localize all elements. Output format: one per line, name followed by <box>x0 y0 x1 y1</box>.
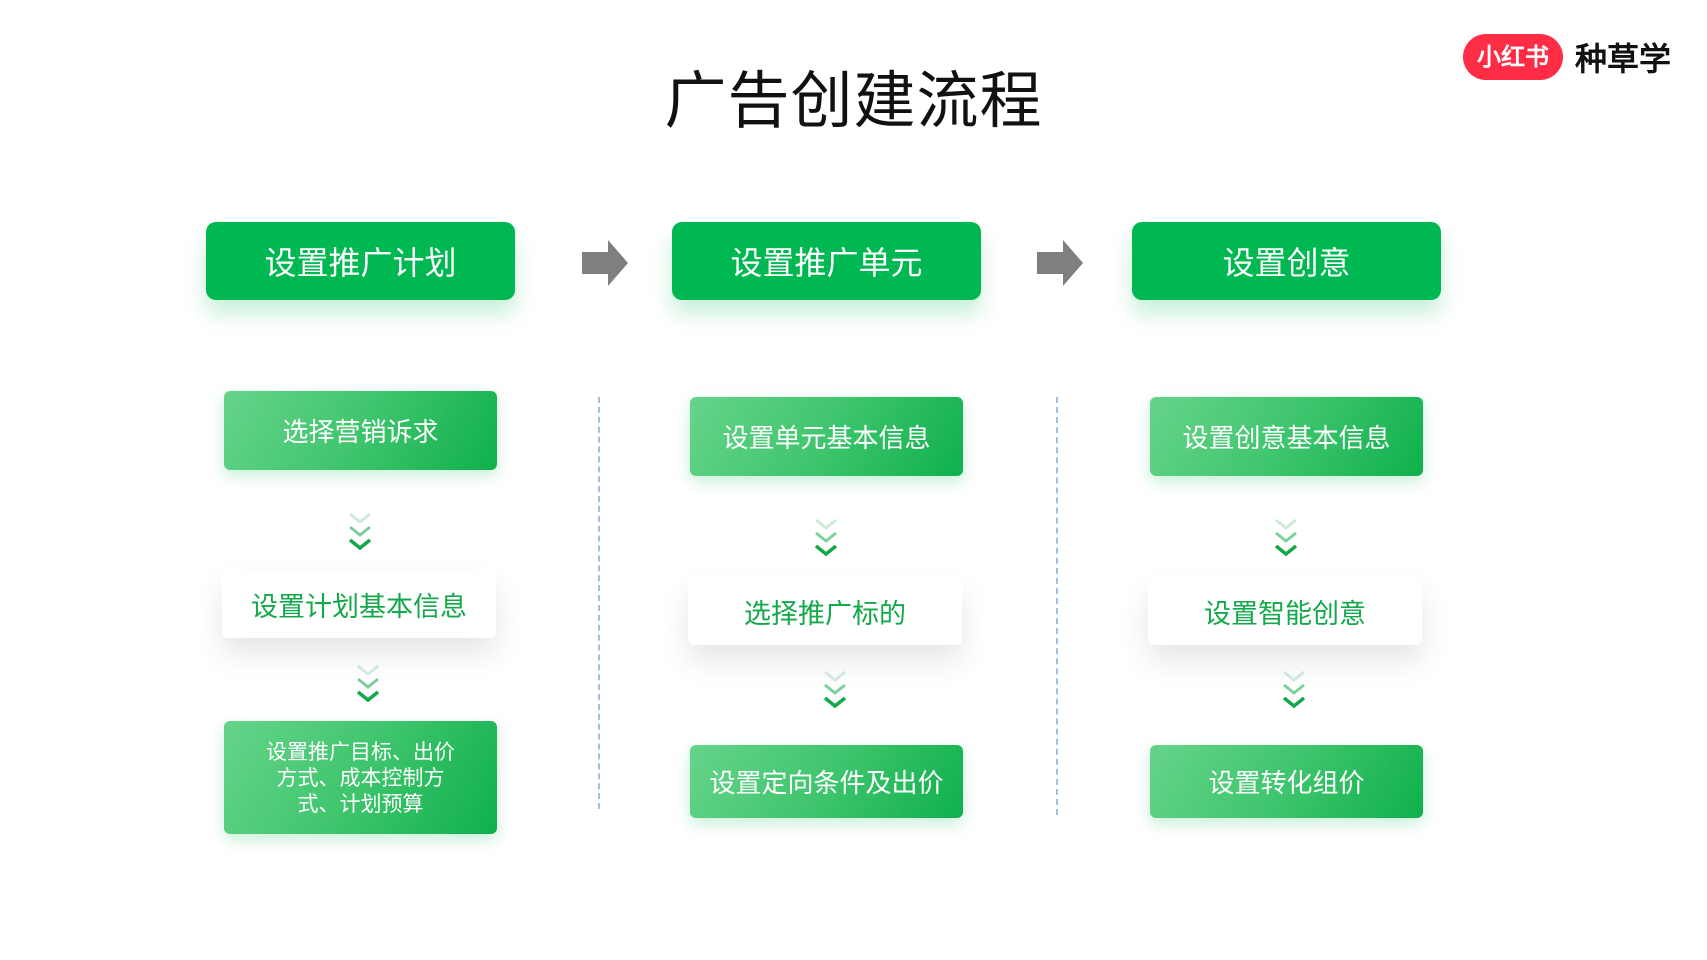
column-divider <box>598 397 600 809</box>
chevron-down-icon <box>1282 670 1306 709</box>
step-targeting-and-bid: 设置定向条件及出价 <box>690 745 963 818</box>
arrow-right-icon <box>582 240 628 286</box>
column-header-unit: 设置推广单元 <box>672 222 981 300</box>
step-select-marketing-goal: 选择营销诉求 <box>224 391 497 470</box>
step-plan-basic-info: 设置计划基本信息 <box>222 570 496 638</box>
step-plan-target-bid-budget: 设置推广目标、出价方式、成本控制方式、计划预算 <box>224 721 497 834</box>
step-conversion-group-bid: 设置转化组价 <box>1150 745 1423 818</box>
chevron-down-icon <box>348 512 372 551</box>
chevron-down-icon <box>356 664 380 703</box>
arrow-right-icon <box>1037 240 1083 286</box>
brand-logo: 小红书 种草学 <box>1463 34 1671 80</box>
chevron-down-icon <box>814 518 838 557</box>
step-smart-creative: 设置智能创意 <box>1148 577 1422 645</box>
chevron-down-icon <box>1274 518 1298 557</box>
column-header-creative: 设置创意 <box>1132 222 1441 300</box>
step-select-promotion-target: 选择推广标的 <box>688 577 962 645</box>
column-header-plan: 设置推广计划 <box>206 222 515 300</box>
column-divider <box>1056 397 1058 815</box>
chevron-down-icon <box>823 670 847 709</box>
step-unit-basic-info: 设置单元基本信息 <box>690 397 963 476</box>
step-creative-basic-info: 设置创意基本信息 <box>1150 397 1423 476</box>
logo-subtitle: 种草学 <box>1575 40 1672 78</box>
xiaohongshu-logo: 小红书 <box>1463 34 1563 80</box>
page-title: 广告创建流程 <box>664 64 1043 137</box>
